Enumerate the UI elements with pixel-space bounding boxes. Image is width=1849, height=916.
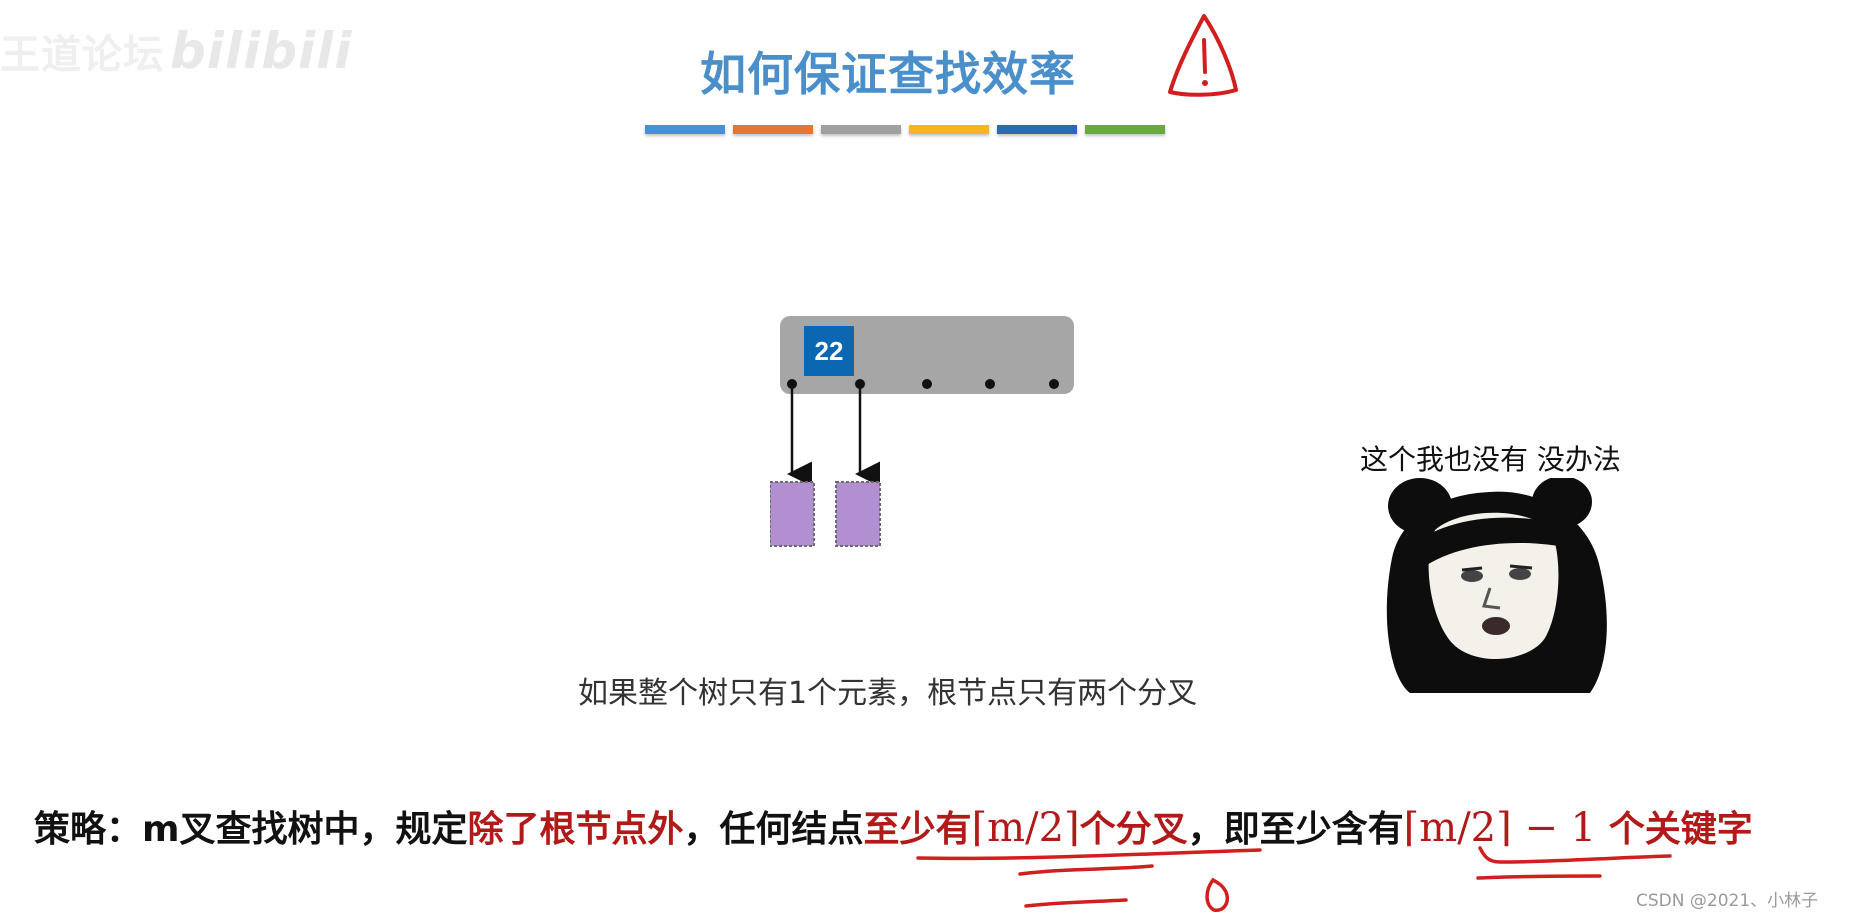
pointer-dot-5 [1049, 379, 1059, 389]
pointer-dot-3 [922, 379, 932, 389]
strategy-middle: ，任何结点 [684, 809, 864, 850]
credit-text: CSDN @2021、小林子 [1636, 886, 1818, 911]
child-node-left [770, 482, 814, 546]
bilibili-logo: bilibili [170, 22, 352, 80]
watermark-text: 王道论坛 [0, 32, 164, 78]
diagram-caption: 如果整个树只有1个元素，根节点只有两个分叉 [578, 668, 1197, 712]
strategy-prefix: 策略：m叉查找树中，规定 [34, 809, 468, 850]
child-node-right [836, 482, 880, 546]
exclamation-triangle-icon [1164, 10, 1242, 102]
title-color-bar [997, 125, 1077, 134]
key-cell: 22 [804, 326, 854, 376]
tree-pointers [770, 370, 1090, 550]
slide-title: 如何保证查找效率 [700, 38, 1130, 104]
title-color-bars [645, 125, 1165, 134]
title-color-bar [733, 125, 813, 134]
title-color-bar [909, 125, 989, 134]
title-color-bar [1085, 125, 1165, 134]
title-color-bar [645, 125, 725, 134]
handwritten-underlines [900, 840, 1730, 916]
strategy-highlight-root: 除了根节点外 [468, 809, 684, 850]
meme-caption: 这个我也没有 没办法 [1360, 438, 1621, 478]
panda-face-meme-icon [1350, 478, 1650, 693]
pointer-dot-4 [985, 379, 995, 389]
title-color-bar [821, 125, 901, 134]
